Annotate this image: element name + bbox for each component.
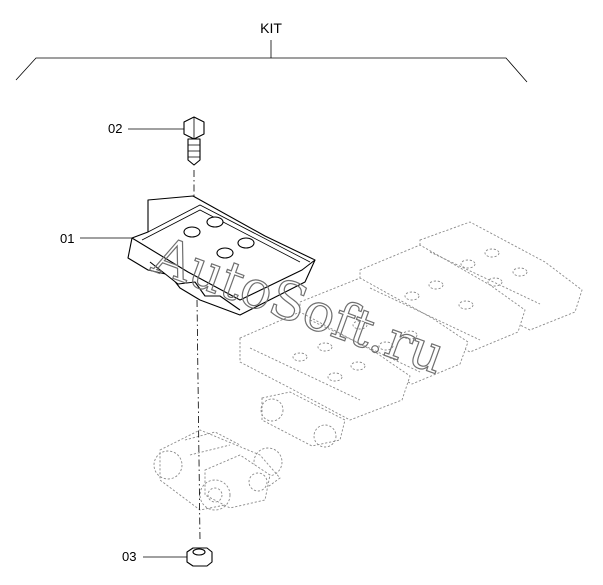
track-shoe-ghost (419, 221, 583, 331)
nut-part (186, 547, 213, 567)
track-chain-assembly (153, 221, 583, 511)
track-shoe-part (127, 195, 316, 316)
bolt-hole (237, 237, 255, 249)
callout-01: 01 (60, 231, 132, 246)
kit-label: KIT (260, 20, 282, 36)
chain-links-ghost (153, 391, 346, 511)
bolt-hole (206, 216, 224, 228)
grouser-ridges (249, 251, 541, 401)
track-shoe-ghost (239, 311, 411, 421)
bolt-hole (216, 247, 234, 259)
bolt-holes-ghost (292, 248, 528, 382)
kit-bracket: KIT (15, 20, 528, 83)
callout-01-label: 01 (60, 231, 74, 246)
callout-02: 02 (108, 121, 184, 136)
kit-bracket-line (15, 57, 528, 83)
callout-02-label: 02 (108, 121, 122, 136)
callout-03-label: 03 (122, 549, 136, 564)
callout-03: 03 (122, 549, 187, 564)
bolt-hole (183, 226, 201, 238)
bolt-part (183, 116, 205, 166)
